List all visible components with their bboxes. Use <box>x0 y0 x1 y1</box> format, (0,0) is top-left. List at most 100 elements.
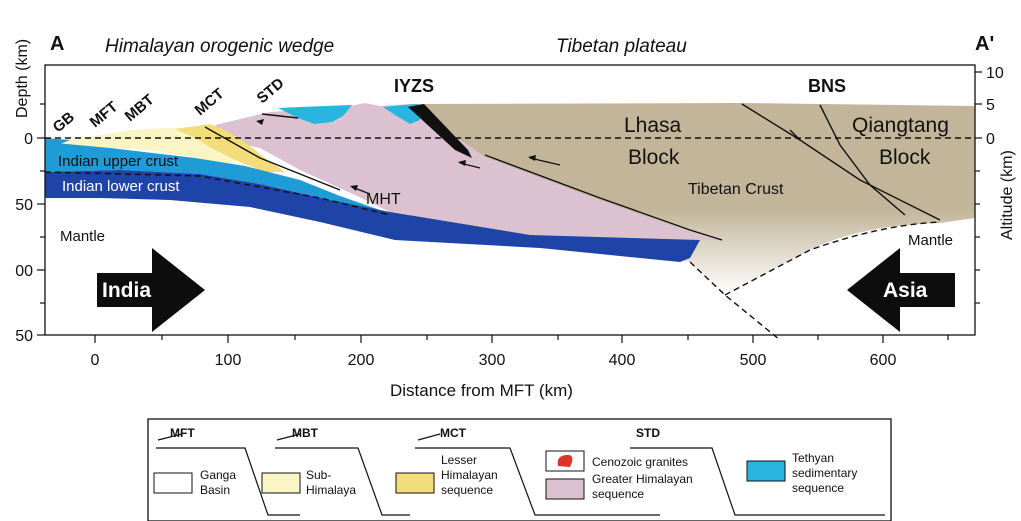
sub-himalaya-area <box>50 128 240 165</box>
mantle-left-label: Mantle <box>60 228 105 245</box>
indian-upper-crust-label: Indian upper crust <box>58 153 179 170</box>
asia-label: Asia <box>883 279 928 302</box>
arrowhead-1 <box>350 185 358 191</box>
legend-greater-1: Greater Himalayan <box>592 472 693 486</box>
legend-mft-line <box>156 447 300 516</box>
legend-std-line <box>630 447 885 516</box>
legend-mct-line <box>415 447 660 516</box>
tibetan-crust-label: Tibetan Crust <box>688 181 784 198</box>
x-tick-label: 200 <box>348 352 375 369</box>
legend-swatch-greater <box>545 478 585 500</box>
y-left-tick-label: 0 <box>24 131 33 148</box>
greater-himalayan-area <box>215 103 718 240</box>
indian-upper-crust <box>45 142 380 214</box>
legend-lesser-3: sequence <box>441 483 493 497</box>
y-axis-right-label: Altitude (km) <box>999 150 1016 240</box>
legend: MFT MBT MCT STD Ganga Basin Sub- Himalay… <box>147 418 892 521</box>
section-start-letter: A <box>50 33 64 55</box>
legend-swatch-lesser <box>395 472 435 494</box>
x-tick-label: 0 <box>91 352 100 369</box>
plateau-title: Tibetan plateau <box>556 36 687 57</box>
mbt-label: MBT <box>122 91 158 125</box>
mantle-boundary-right <box>724 221 941 296</box>
legend-mbt-arrow <box>276 433 301 441</box>
bns-label: BNS <box>808 76 846 96</box>
legend-sub-2: Himalaya <box>306 483 356 497</box>
section-end-letter: A' <box>975 33 994 55</box>
y-axis-left-label: Depth (km) <box>14 39 31 118</box>
arrowhead-3 <box>458 160 466 166</box>
legend-swatch-sub-himalaya <box>261 472 301 494</box>
legend-mft-arrow <box>157 433 183 441</box>
arrowhead-4 <box>256 119 264 125</box>
iyzs-label: IYZS <box>394 76 434 96</box>
wedge-title: Himalayan orogenic wedge <box>105 36 334 57</box>
bns-fault-1 <box>741 103 941 221</box>
qiangtang-label-line1: Qiangtang <box>852 114 949 137</box>
legend-mft-label: MFT <box>170 426 195 440</box>
legend-tethyan-2: sedimentary <box>792 466 857 480</box>
legend-greater-2: sequence <box>592 487 644 501</box>
x-tick-label: 600 <box>870 352 897 369</box>
y-left-tick-label: 50 <box>15 328 33 345</box>
legend-mbt-label: MBT <box>292 426 319 440</box>
legend-std-label: STD <box>636 426 660 440</box>
fault-lines <box>44 103 975 341</box>
mft-label: MFT <box>87 98 122 131</box>
std-label: STD <box>254 75 288 107</box>
x-tick-label: 400 <box>609 352 636 369</box>
legend-ganga-1: Ganga <box>200 468 236 482</box>
bns-arrow <box>789 129 801 141</box>
legend-lesser-1: Lesser <box>441 453 477 467</box>
legend-swatch-tethyan <box>746 460 786 482</box>
legend-swatch-ganga <box>153 472 193 494</box>
mct-line <box>204 126 341 191</box>
std-line <box>261 113 299 119</box>
x-tick-label: 500 <box>740 352 767 369</box>
legend-ganga-2: Basin <box>200 483 230 497</box>
x-axis-label: Distance from MFT (km) <box>390 381 573 400</box>
left-ticks <box>37 103 45 336</box>
lhasa-label-line1: Lhasa <box>624 114 682 137</box>
granite-icon <box>557 454 573 467</box>
arrowhead-2 <box>528 155 536 161</box>
bns-fault-2 <box>819 104 906 216</box>
tethyan-area <box>278 105 352 124</box>
legend-tethyan-1: Tethyan <box>792 451 834 465</box>
legend-mct-arrow <box>417 433 441 441</box>
lhasa-label-line2: Block <box>628 146 680 169</box>
mantle-right-label: Mantle <box>908 232 953 249</box>
x-tick-label: 300 <box>479 352 506 369</box>
iyzs-suture <box>408 104 472 158</box>
legend-mct-label: MCT <box>440 426 467 440</box>
right-ticks <box>975 71 982 304</box>
legend-tethyan-3: sequence <box>792 481 844 495</box>
asia-arrow-icon <box>847 248 955 332</box>
india-label: India <box>102 279 151 302</box>
x-tick-label: 100 <box>215 352 242 369</box>
mct-label: MCT <box>192 85 228 119</box>
plot-frame <box>44 64 976 336</box>
tibetan-crust <box>410 103 975 295</box>
indian-lower-crust <box>45 170 700 262</box>
thrust-arrowheads <box>256 119 536 191</box>
y-right-tick-label: 0 <box>986 131 995 148</box>
slab-dashed <box>689 261 781 341</box>
y-left-tick-label: 50 <box>15 197 33 214</box>
y-right-tick-label: 5 <box>986 97 995 114</box>
upper-crust-left-edge <box>45 138 70 146</box>
indian-lower-crust-label: Indian lower crust <box>62 178 180 195</box>
geology <box>45 103 975 295</box>
qiangtang-label-line2: Block <box>879 146 931 169</box>
gb-label: GB <box>50 108 78 136</box>
legend-granites: Cenozoic granites <box>592 455 688 469</box>
india-arrow-icon <box>97 248 205 332</box>
y-left-tick-label: 00 <box>15 263 33 280</box>
y-right-tick-label: 10 <box>986 65 1004 82</box>
bottom-ticks <box>94 335 949 343</box>
mht-label: MHT <box>366 191 401 208</box>
lesser-himalayan-area <box>175 124 285 172</box>
mht-line <box>44 171 391 216</box>
legend-mbt-line <box>275 447 410 516</box>
